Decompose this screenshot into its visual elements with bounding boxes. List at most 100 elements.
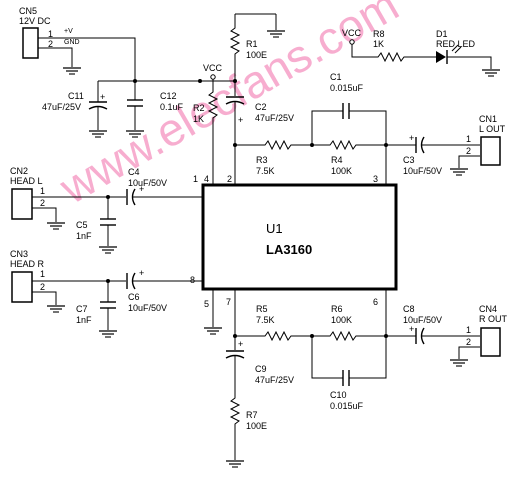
cn4-connector: [480, 327, 501, 357]
led-light-icon: [451, 44, 462, 54]
wire-cn3-gnd: [32, 291, 57, 305]
wire-cn5-gnd: [38, 47, 73, 67]
junction-dot: [233, 143, 237, 147]
c6-value: 10uF/50V: [128, 303, 167, 313]
ic-body: [201, 183, 398, 291]
r7-ref: R7: [246, 410, 258, 420]
r8-ref: R8: [373, 29, 385, 39]
c9-ref: C9: [255, 364, 267, 374]
vcc-label-2: VCC: [342, 28, 362, 38]
c1-ref: C1: [330, 72, 342, 82]
cn1-desc: L OUT: [479, 124, 506, 134]
ic-ref-label: U1: [266, 221, 283, 236]
r7-resistor: [229, 356, 241, 460]
c3-ref: C3: [403, 155, 415, 165]
c8-value: 10uF/50V: [403, 315, 442, 325]
ic-pin-5-label: 5: [204, 299, 209, 309]
junction-dot: [233, 334, 237, 338]
c7-ref: C7: [76, 304, 88, 314]
ic-pin-2-label: 2: [227, 174, 232, 184]
ic-pin-3-label: 3: [373, 174, 378, 184]
c9-value: 47uF/25V: [255, 375, 294, 385]
c9-polarity: +: [238, 339, 243, 349]
ic-pin-6-label: 6: [373, 297, 378, 307]
c3-polarity: +: [409, 133, 414, 143]
c8-polarity: +: [409, 324, 414, 334]
wire-c10-right: [349, 336, 387, 379]
cn5-desc: 12V DC: [19, 16, 51, 26]
c6-polarity: +: [139, 268, 144, 278]
cn3-pin1: 1: [40, 269, 45, 279]
wire-cn2-gnd: [32, 207, 57, 222]
ground-icon: [46, 305, 66, 313]
cn4-ref: CN4: [479, 304, 497, 314]
c2-polarity: +: [238, 115, 243, 125]
c4-ref: C4: [128, 167, 140, 177]
cn3-connector: [11, 271, 33, 303]
r5-ref: R5: [256, 304, 268, 314]
ic-part-label: LA3160: [266, 242, 312, 257]
wire-cn4-gnd: [458, 346, 480, 359]
c3-value: 10uF/50V: [403, 166, 442, 176]
c12-value: 0.1uF: [160, 102, 184, 112]
vcc-terminal: [210, 74, 216, 80]
c11-value: 47uF/25V: [42, 102, 81, 112]
cn5-pin2: 2: [48, 39, 53, 49]
r6-value: 100K: [331, 315, 352, 325]
c1-value: 0.015uF: [330, 83, 364, 93]
cn2-ref: CN2: [10, 166, 28, 176]
ground-icon: [481, 69, 501, 77]
ground-icon: [46, 222, 66, 230]
r4-ref: R4: [331, 155, 343, 165]
c5-ref: C5: [76, 220, 88, 230]
cn1-ref: CN1: [479, 114, 497, 124]
cn2-pin1: 1: [40, 186, 45, 196]
wire-c1-left: [311, 110, 343, 145]
c4-value: 10uF/50V: [128, 178, 167, 188]
d1-value: RED LED: [436, 39, 476, 49]
c8-ref: C8: [403, 304, 415, 314]
ic-pin-8-label: 8: [190, 275, 195, 285]
wire-cn1-gnd: [458, 155, 480, 168]
c10-ref: C10: [330, 390, 347, 400]
cn1-connector: [480, 136, 501, 166]
r1-resistor: [229, 14, 241, 96]
c5-value: 1nF: [76, 231, 92, 241]
cn5-net-v: +V: [64, 28, 73, 35]
ground-icon: [449, 359, 469, 367]
wire-c10-left: [311, 336, 343, 379]
cn5-connector: [22, 27, 39, 59]
cn3-desc: HEAD R: [10, 259, 45, 269]
c7-value: 1nF: [76, 315, 92, 325]
wire-c1-right: [349, 110, 387, 185]
r3-ref: R3: [256, 155, 268, 165]
cn2-pin2: 2: [40, 198, 45, 208]
cn2-desc: HEAD L: [10, 176, 43, 186]
cn1-pin2: 2: [466, 146, 471, 156]
ground-icon: [225, 460, 245, 468]
ic-pin-4-label: 4: [204, 174, 209, 184]
ground-icon: [88, 130, 108, 138]
wire-led-gnd: [447, 56, 492, 69]
cn4-pin2: 2: [466, 337, 471, 347]
c11-ref: C11: [68, 91, 84, 101]
led-icon: [436, 51, 446, 63]
c10-value: 0.015uF: [330, 401, 364, 411]
cn4-desc: R OUT: [479, 314, 508, 324]
ic-pin-1-label: 1: [193, 174, 198, 184]
ground-icon: [203, 327, 223, 335]
c6-ref: C6: [128, 292, 140, 302]
r3-value: 7.5K: [256, 166, 275, 176]
ground-icon: [98, 330, 118, 338]
ic-pin-7-label: 7: [226, 297, 231, 307]
r8-value: 1K: [373, 39, 384, 49]
r8-resistor: [351, 44, 436, 63]
cn3-ref: CN3: [10, 249, 28, 259]
c2-value: 47uF/25V: [255, 113, 294, 123]
vcc-terminal: [349, 39, 355, 45]
r2-value: 1K: [193, 114, 204, 124]
c12-ref: C12: [160, 91, 177, 101]
vcc-label-1: VCC: [203, 63, 223, 73]
r6-ref: R6: [331, 304, 343, 314]
